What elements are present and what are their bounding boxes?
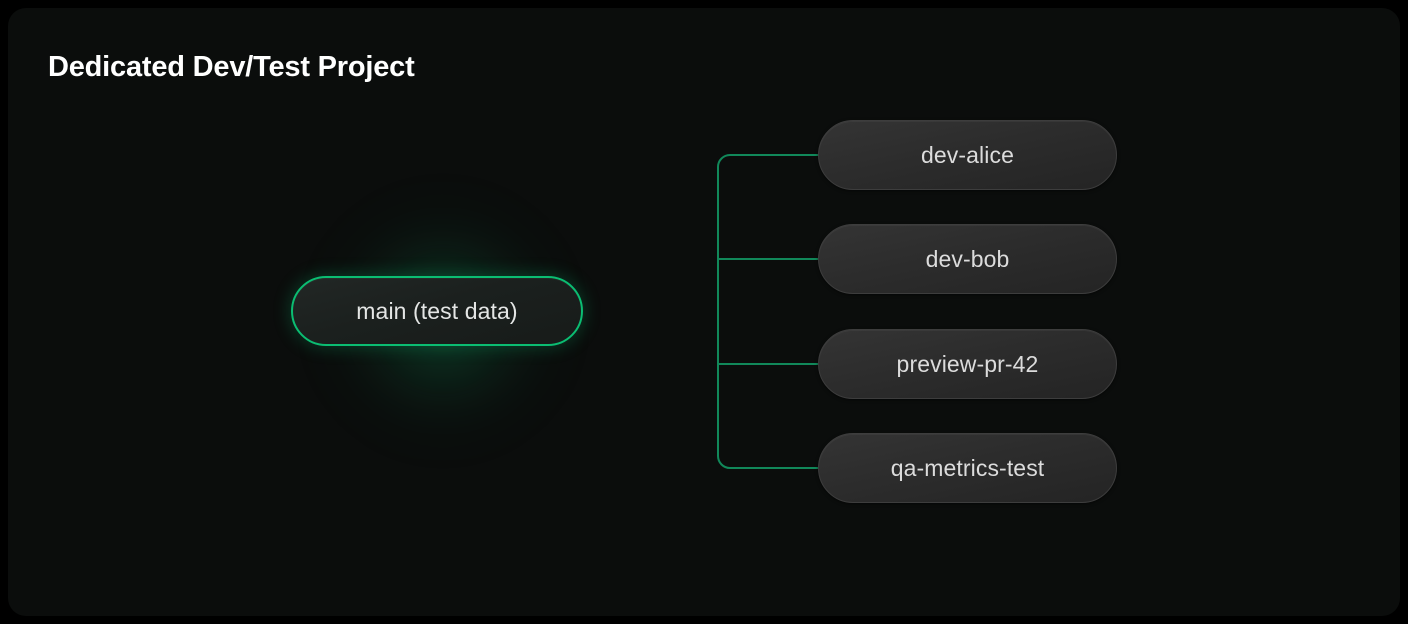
node-dev-alice-label: dev-alice <box>921 141 1014 168</box>
edge-spine <box>717 154 819 469</box>
node-qa-metrics-test[interactable]: qa-metrics-test <box>818 433 1117 503</box>
node-dev-bob-label: dev-bob <box>925 245 1010 272</box>
node-dev-alice[interactable]: dev-alice <box>818 120 1117 190</box>
node-main-label: main (test data) <box>356 297 518 324</box>
edge-connectors <box>583 153 820 470</box>
node-dev-bob[interactable]: dev-bob <box>818 224 1117 294</box>
node-main[interactable]: main (test data) <box>291 276 583 346</box>
node-qa-metrics-test-label: qa-metrics-test <box>890 454 1045 481</box>
branch-tree-diagram: main (test data) dev-alice dev-bob previ… <box>8 8 1400 616</box>
edge-tip-glows <box>778 153 820 470</box>
page-title: Dedicated Dev/Test Project <box>48 51 415 83</box>
project-card: Dedicated Dev/Test Project <box>8 8 1400 616</box>
node-preview-pr-42-label: preview-pr-42 <box>896 350 1039 377</box>
node-preview-pr-42[interactable]: preview-pr-42 <box>818 329 1117 399</box>
